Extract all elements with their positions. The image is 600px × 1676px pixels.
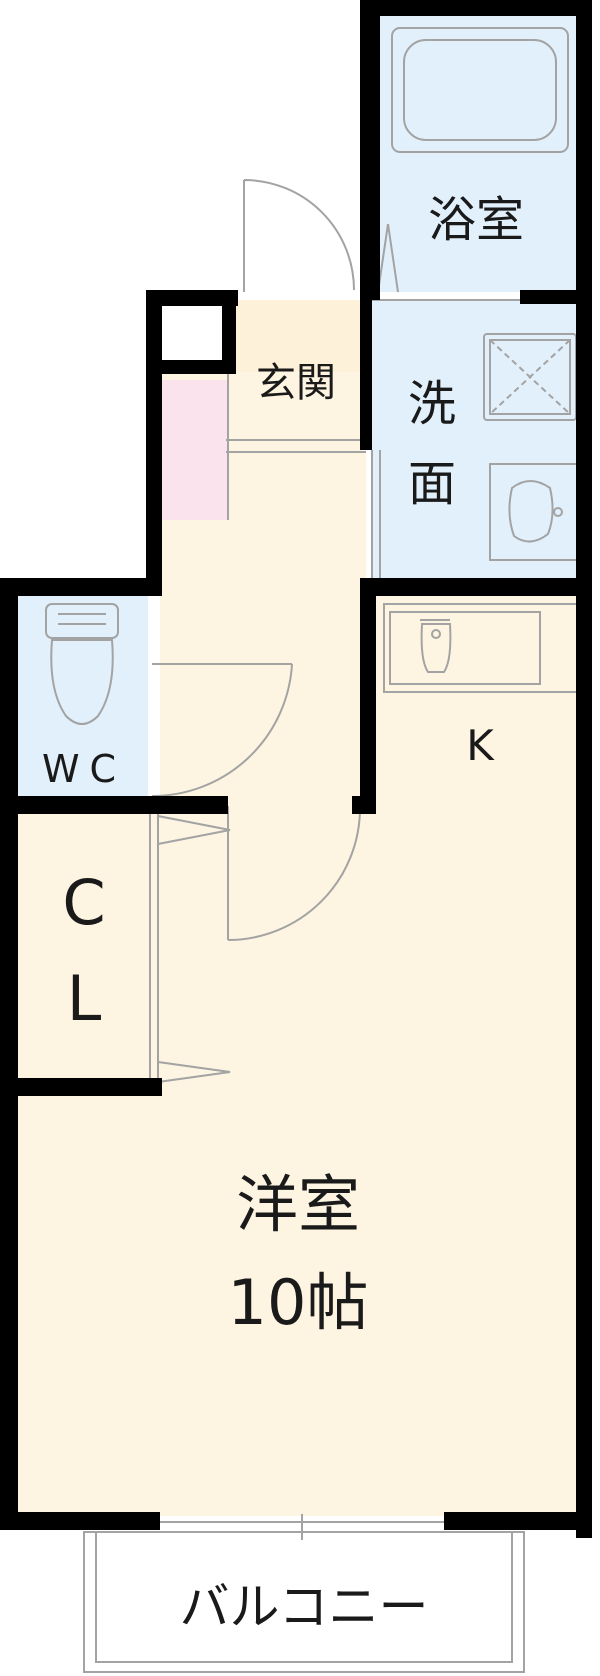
balcony-label: バルコニー: [180, 1578, 429, 1636]
front-door-swing: [243, 179, 355, 292]
labels: 浴室 玄関 洗 面 WC K C L 洋室 10帖 バルコニー: [42, 192, 524, 1636]
bathtub-icon: [391, 27, 569, 153]
partitions: [83, 299, 530, 1673]
washroom-label-2: 面: [408, 456, 456, 512]
washroom-floor: [372, 300, 582, 583]
walls: [0, 0, 592, 1538]
floor-fills: [18, 12, 582, 1668]
shoe-closet-floor: [160, 380, 228, 520]
kitchen-label: K: [466, 721, 495, 770]
closet-door-top: [157, 815, 231, 845]
balcony-floor: [86, 1538, 522, 1668]
western-room-label: 洋室: [236, 1168, 360, 1241]
wc-label: WC: [42, 747, 126, 791]
kitchen-floor: [372, 592, 582, 812]
closet-label-1: C: [62, 866, 105, 939]
closet-door-bottom: [157, 1061, 231, 1083]
toilet-icon: [45, 603, 119, 725]
bath-label: 浴室: [428, 192, 524, 248]
fixtures: [45, 27, 579, 725]
entrance-label: 玄関: [256, 360, 336, 406]
western-room-size: 10帖: [228, 1266, 369, 1339]
wc-door-swing: [151, 663, 293, 798]
closet-label-2: L: [67, 962, 102, 1035]
wc-floor: [18, 594, 148, 800]
small-storage-floor: [166, 308, 224, 360]
kitchen-counter-icon: [383, 603, 579, 693]
western-room-floor: [18, 804, 582, 1516]
washroom-label-1: 洗: [408, 376, 456, 432]
room-door-swing: [227, 806, 361, 941]
door-swings: [151, 179, 399, 1083]
